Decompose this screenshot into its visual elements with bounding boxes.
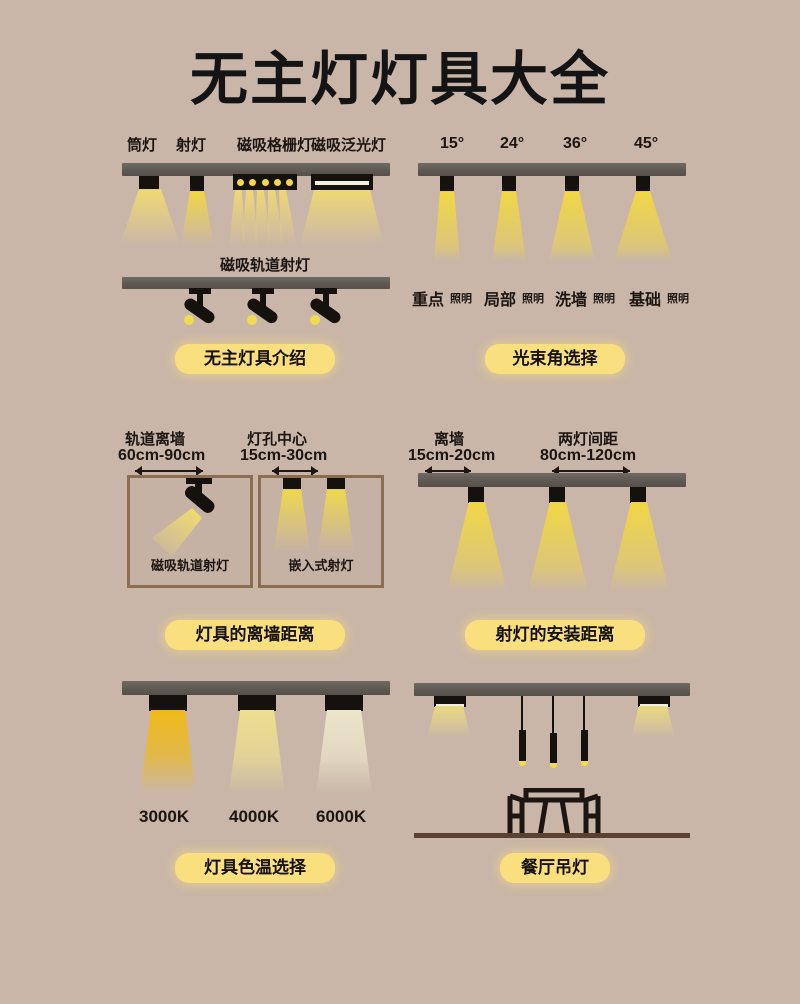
color-temp-label-4000k: 4000K: [229, 807, 280, 826]
pendant-body-1: [519, 730, 526, 762]
page-title: 无主灯灯具大全: [189, 45, 610, 113]
spot-dim-right-arrow: [552, 466, 630, 476]
beam-fixture-24: [502, 176, 516, 192]
beam-fixture-45: [636, 176, 650, 192]
wall-dim-left-value: 60cm-90cm: [118, 447, 206, 464]
dining-flood-right-body: [638, 696, 670, 707]
beam-fixture-36: [565, 176, 579, 192]
spot-dim-right-value: 80cm-120cm: [540, 447, 637, 464]
spot-dim-left-title: 离墙: [434, 430, 465, 448]
beam-fixture-15: [440, 176, 454, 192]
pendant-cord-2: [552, 696, 554, 733]
pendant-glow-2: [550, 763, 557, 768]
beam-angle-24: 24°: [500, 135, 525, 152]
beam-use-ambient-main: 基础: [629, 290, 662, 309]
beam-use-wallwash-main: 洗墙: [555, 290, 588, 309]
downlight-beam: [120, 189, 180, 245]
ceiling-rail-track: [122, 277, 390, 289]
color-temp-fixture-6000k: [325, 695, 363, 711]
spot-dim-left-value: 15cm-20cm: [408, 447, 496, 464]
badge-beam-angle[interactable]: 光束角选择: [485, 344, 625, 374]
dining-flood-right-beam: [631, 706, 675, 738]
ceiling-rail-spot-spacing: [418, 473, 686, 487]
badge-spot-spacing[interactable]: 射灯的安装距离: [465, 620, 645, 650]
recessed-fixture-1: [283, 478, 301, 490]
wall-distance-box-recessed-label: 嵌入式射灯: [288, 559, 354, 574]
track-spot-3: [310, 288, 341, 325]
ceiling-rail-fixtures: [122, 163, 390, 176]
spacing-fixture-2: [549, 487, 565, 503]
color-temp-label-6000k: 6000K: [316, 807, 367, 826]
pendant-body-3: [581, 730, 588, 762]
dining-flood-left-body: [434, 696, 466, 707]
ceiling-rail-color-temp: [122, 681, 390, 695]
dining-floor-line: [414, 833, 690, 838]
fixture-label-floodlight: 磁吸泛光灯: [311, 136, 387, 154]
spot-spacing-beams: [447, 502, 669, 592]
beam-angle-45: 45°: [634, 135, 659, 152]
color-temp-label-3000k: 3000K: [139, 807, 190, 826]
wall-distance-box-track-label: 磁吸轨道射灯: [150, 559, 229, 574]
wall-dim-right-title: 灯孔中心: [247, 430, 308, 448]
wall-dim-left-arrow: [135, 466, 203, 476]
wall-dim-right-value: 15cm-30cm: [240, 447, 328, 464]
wall-dim-left-title: 轨道离墙: [125, 430, 186, 448]
pendant-cord-1: [521, 696, 523, 730]
wall-dim-right-arrow: [272, 466, 318, 476]
track-spotlight-label: 磁吸轨道射灯: [220, 256, 311, 274]
spotlight-body: [190, 176, 204, 192]
beam-use-local-main: 局部: [484, 290, 517, 309]
pendant-glow-3: [581, 761, 588, 766]
beam-angle-36: 36°: [563, 135, 588, 152]
flood-light-lens: [315, 181, 369, 185]
track-spot-2: [247, 288, 278, 325]
grille-light-beams: [229, 190, 297, 246]
dining-flood-right-lens: [640, 704, 668, 707]
recessed-fixture-2: [327, 478, 345, 490]
pendant-glow-1: [519, 761, 526, 766]
badge-wall-distance[interactable]: 灯具的离墙距离: [165, 620, 345, 650]
color-temp-beams: [140, 710, 372, 794]
grille-light-leds: [237, 178, 293, 186]
beam-use-local-sub: 照明: [522, 292, 544, 305]
badge-dining-pendant[interactable]: 餐厅吊灯: [500, 853, 610, 883]
pendant-body-2: [550, 733, 557, 764]
track-spot-angled: [152, 478, 215, 556]
wall-distance-box-track: [127, 475, 253, 588]
fixture-label-spotlight: 射灯: [176, 136, 207, 154]
color-temp-fixture-4000k: [238, 695, 276, 711]
pendant-cord-3: [583, 696, 585, 730]
beam-angle-15: 15°: [440, 135, 465, 152]
spacing-fixture-1: [468, 487, 484, 503]
color-temp-fixture-3000k: [149, 695, 187, 711]
beam-use-ambient-sub: 照明: [667, 292, 689, 305]
recessed-beams: [274, 489, 354, 551]
ceiling-rail-dining: [414, 683, 690, 696]
spotlight-beam: [181, 191, 214, 245]
spot-dim-right-title: 两灯间距: [558, 430, 619, 448]
flood-light-beam: [300, 190, 384, 246]
beam-use-accent-sub: 照明: [450, 292, 472, 305]
beam-use-wallwash-sub: 照明: [593, 292, 615, 305]
fixture-label-grille: 磁吸格栅灯: [237, 136, 313, 154]
spot-dim-left-arrow: [425, 466, 471, 476]
dining-flood-left-lens: [436, 704, 464, 707]
track-spot-1: [184, 288, 215, 325]
fixture-label-downlight: 筒灯: [127, 136, 158, 154]
badge-color-temp[interactable]: 灯具色温选择: [175, 853, 335, 883]
beam-use-accent-main: 重点: [412, 290, 445, 309]
downlight-body: [139, 176, 159, 190]
wall-distance-box-recessed: [258, 475, 384, 588]
dining-flood-left-beam: [427, 706, 471, 738]
ceiling-rail-beam-angle: [418, 163, 686, 176]
badge-fixtures-intro[interactable]: 无主灯具介绍: [175, 344, 335, 374]
beam-angle-cones: [434, 191, 672, 261]
spacing-fixture-3: [630, 487, 646, 503]
